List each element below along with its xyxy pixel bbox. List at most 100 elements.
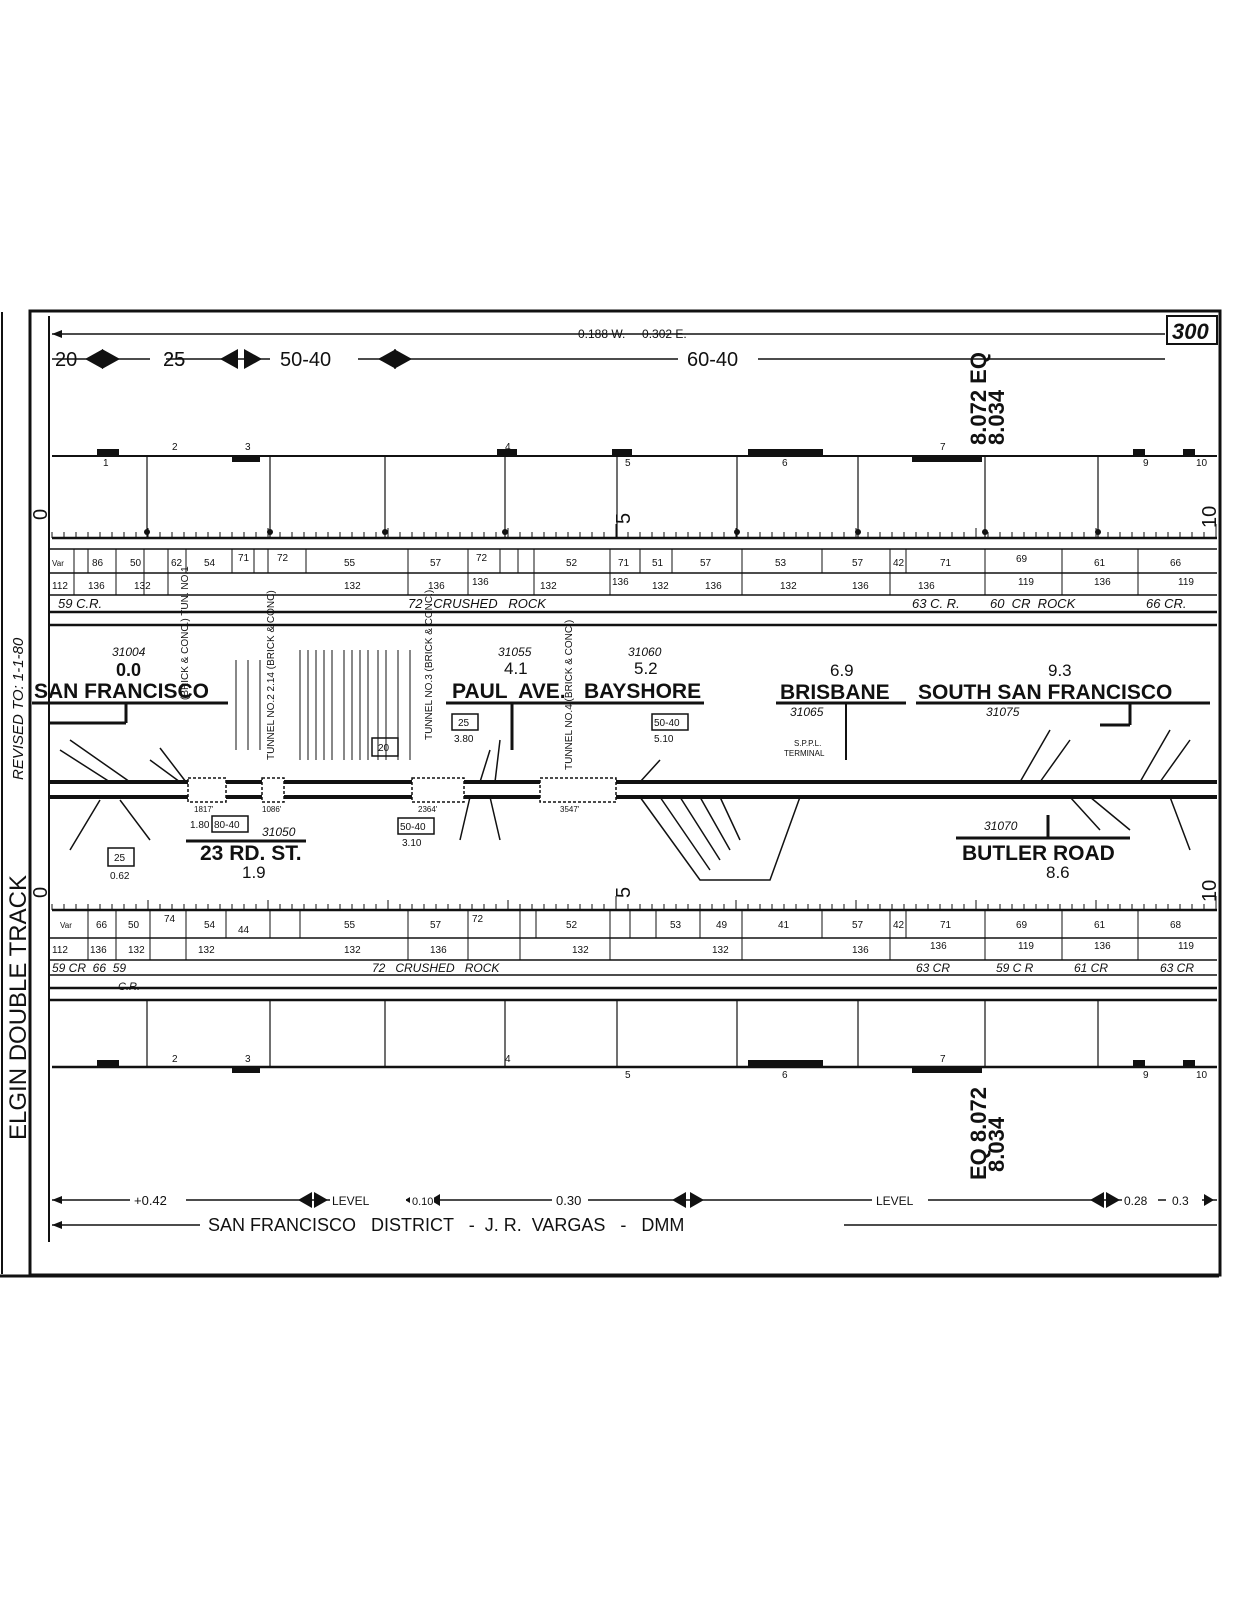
svg-text:1086': 1086' bbox=[262, 805, 282, 814]
svg-text:PAUL AVE.: PAUL AVE. bbox=[452, 680, 566, 703]
svg-text:5.10: 5.10 bbox=[654, 734, 674, 745]
lower-curve-divisions bbox=[146, 1000, 1099, 1067]
svg-text:52: 52 bbox=[566, 558, 578, 569]
lower-rail-table bbox=[49, 937, 1217, 1002]
svg-text:59 C R: 59 C R bbox=[996, 961, 1034, 975]
equation-bottom-2: 8.034 bbox=[984, 1116, 1009, 1172]
upper-curve-numbers: 1 2 3 4 5 6 7 9 10 bbox=[103, 442, 1208, 469]
svg-text:44: 44 bbox=[238, 925, 250, 936]
milepost-10-top: 10 bbox=[1199, 506, 1221, 528]
svg-text:119: 119 bbox=[1178, 577, 1194, 588]
svg-text:132: 132 bbox=[344, 945, 361, 956]
svg-text:132: 132 bbox=[572, 945, 589, 956]
svg-text:72: 72 bbox=[472, 914, 484, 925]
svg-text:112: 112 bbox=[52, 945, 68, 956]
upper-curve-bars bbox=[97, 449, 1195, 462]
upper-weights-row2: 112 136 132 132 136 136 132 136 132 136 … bbox=[52, 577, 1194, 592]
svg-text:BAYSHORE: BAYSHORE bbox=[584, 680, 701, 703]
svg-text:1: 1 bbox=[103, 458, 109, 469]
svg-text:80-40: 80-40 bbox=[214, 820, 240, 831]
svg-text:132: 132 bbox=[128, 945, 145, 956]
svg-text:7: 7 bbox=[940, 442, 946, 453]
svg-text:Var: Var bbox=[52, 559, 64, 568]
lower-curve-numbers: 2 3 4 5 6 7 9 10 bbox=[172, 1054, 1208, 1081]
footer-district: SAN FRANCISCO DISTRICT - J. R. VARGAS - … bbox=[208, 1215, 684, 1235]
spterminal-label-1: S.P.P.L. bbox=[794, 739, 821, 748]
svg-text:5.2: 5.2 bbox=[634, 659, 658, 678]
station-paul-ave: 31055 4.1 PAUL AVE. bbox=[446, 645, 584, 750]
tunnel-1-label: (BRICK & CONC.) TUN. NO.1 bbox=[180, 566, 191, 700]
svg-text:132: 132 bbox=[134, 581, 151, 592]
svg-text:136: 136 bbox=[1094, 941, 1111, 952]
tunnel-4-label: TUNNEL NO.4 (BRICK & CONC.) bbox=[564, 620, 575, 770]
svg-text:71: 71 bbox=[618, 558, 630, 569]
svg-text:3.80: 3.80 bbox=[454, 734, 474, 745]
svg-text:132: 132 bbox=[344, 581, 361, 592]
upper-rail-table bbox=[49, 548, 1217, 627]
spterminal-label-2: TERMINAL bbox=[784, 749, 825, 758]
equation-top-1: 8.072 EQ bbox=[966, 352, 991, 445]
svg-text:72: 72 bbox=[277, 553, 289, 564]
svg-text:31004: 31004 bbox=[112, 645, 146, 659]
tunnel-3-label: TUNNEL NO.3 (BRICK & CONC.) bbox=[424, 590, 435, 740]
svg-text:132: 132 bbox=[540, 581, 557, 592]
svg-text:6.9: 6.9 bbox=[830, 661, 854, 680]
svg-text:SOUTH SAN FRANCISCO: SOUTH SAN FRANCISCO bbox=[918, 681, 1172, 704]
upper-rail-cols bbox=[73, 549, 1139, 595]
svg-text:31065: 31065 bbox=[790, 705, 824, 719]
milepost-0-bottom: 0 bbox=[30, 887, 52, 898]
svg-text:54: 54 bbox=[204, 558, 216, 569]
svg-text:Var: Var bbox=[60, 921, 72, 930]
svg-text:50: 50 bbox=[130, 558, 142, 569]
grade-3: 0.10 bbox=[412, 1196, 433, 1208]
svg-text:3: 3 bbox=[245, 1054, 251, 1065]
svg-text:SAN FRANCISCO: SAN FRANCISCO bbox=[34, 680, 209, 703]
svg-text:55: 55 bbox=[344, 558, 356, 569]
svg-text:53: 53 bbox=[775, 558, 787, 569]
svg-text:136: 136 bbox=[852, 945, 869, 956]
grade-4: 0.30 bbox=[556, 1193, 581, 1208]
track-spurs bbox=[59, 729, 1191, 881]
svg-text:50: 50 bbox=[128, 920, 140, 931]
svg-text:72 CRUSHED ROCK: 72 CRUSHED ROCK bbox=[372, 961, 500, 975]
sheet-number-box bbox=[1166, 315, 1218, 345]
svg-text:31050: 31050 bbox=[262, 825, 296, 839]
station-south-san-francisco: 9.3 SOUTH SAN FRANCISCO 31075 bbox=[916, 661, 1210, 727]
svg-text:31070: 31070 bbox=[984, 819, 1018, 833]
revised-note: REVISED TO: 1-1-80 bbox=[10, 637, 27, 780]
lower-ruler-ticks bbox=[51, 896, 1217, 910]
lower-weights-row2: 112 136 132 132 132 136 132 132 136 136 … bbox=[52, 941, 1194, 956]
curve-degrees: 0.188 W. 0.302 E. bbox=[578, 327, 687, 341]
station-san-francisco: 31004 0.0 SAN FRANCISCO bbox=[32, 645, 228, 725]
svg-text:10: 10 bbox=[1196, 1070, 1208, 1081]
svg-text:136: 136 bbox=[930, 941, 947, 952]
svg-text:119: 119 bbox=[1178, 941, 1194, 952]
svg-text:51: 51 bbox=[652, 558, 664, 569]
svg-text:50-40: 50-40 bbox=[400, 822, 426, 833]
svg-text:2364': 2364' bbox=[418, 805, 438, 814]
svg-text:136: 136 bbox=[705, 581, 722, 592]
svg-text:132: 132 bbox=[652, 581, 669, 592]
svg-text:31075: 31075 bbox=[986, 705, 1020, 719]
svg-text:0.0: 0.0 bbox=[116, 660, 141, 680]
svg-text:2: 2 bbox=[172, 442, 178, 453]
svg-text:136: 136 bbox=[430, 945, 447, 956]
svg-text:6: 6 bbox=[782, 1070, 788, 1081]
speed-25: 25 bbox=[163, 349, 185, 371]
svg-text:136: 136 bbox=[90, 945, 107, 956]
svg-text:60-40: 60-40 bbox=[687, 349, 738, 371]
svg-text:50-40: 50-40 bbox=[280, 349, 331, 371]
svg-text:61: 61 bbox=[1094, 558, 1106, 569]
svg-text:52: 52 bbox=[566, 920, 578, 931]
svg-text:9.3: 9.3 bbox=[1048, 661, 1072, 680]
svg-text:57: 57 bbox=[852, 558, 864, 569]
svg-text:3: 3 bbox=[245, 442, 251, 453]
svg-text:136: 136 bbox=[472, 577, 489, 588]
svg-text:3547': 3547' bbox=[560, 805, 580, 814]
svg-text:57: 57 bbox=[430, 920, 442, 931]
svg-text:112: 112 bbox=[52, 581, 68, 592]
svg-text:136: 136 bbox=[88, 581, 105, 592]
svg-text:8.6: 8.6 bbox=[1046, 863, 1070, 882]
grade-7: 0.3 bbox=[1172, 1194, 1189, 1208]
side-title: ELGIN DOUBLE TRACK bbox=[5, 875, 32, 1140]
